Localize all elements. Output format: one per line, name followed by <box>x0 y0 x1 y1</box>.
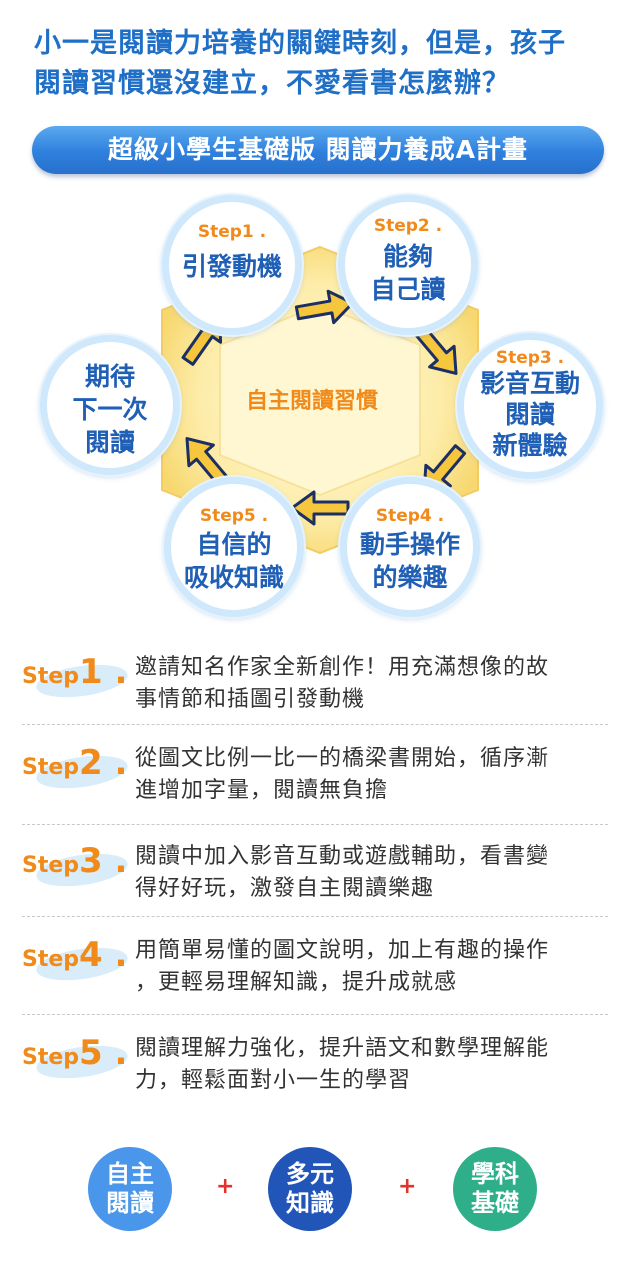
pillar-2-line-1: 多元 <box>286 1160 334 1188</box>
step-3-number: 3 . <box>79 841 128 881</box>
step-5-word: Step <box>22 1045 80 1070</box>
cycle-arrow-2-icon <box>413 325 458 375</box>
cycle-step-2: Step2 . 能夠 自己讀 <box>338 195 478 335</box>
step-row-5: Step5 . 閱讀理解力強化，提升語文和數學理解能 力，輕鬆面對小一生的學習 <box>22 1015 608 1111</box>
cycle-step-1-tag: Step1 . <box>197 222 267 242</box>
headline-line-2: 閱讀習慣還沒建立，不愛看書怎麼辦？ <box>34 68 510 99</box>
step-3-tag: Step3 . <box>22 835 132 895</box>
step-5-tag: Step5 . <box>22 1027 132 1087</box>
step-4-line-2: ，更輕易理解知識，提升成就感 <box>135 970 458 995</box>
step-2-line-2: 進增加字量，閱讀無負擔 <box>135 778 389 803</box>
cycle-step-5-tag: Step5 . <box>199 506 269 526</box>
cycle-step-2-label-2: 自己讀 <box>370 275 446 304</box>
pillar-1-line-2: 閱讀 <box>106 1189 154 1217</box>
cycle-step-2-label-1: 能夠 <box>382 242 433 271</box>
step-5-line-1: 閱讀理解力強化，提升語文和數學理解能 <box>135 1036 550 1061</box>
step-row-4: Step4 . 用簡單易懂的圖文說明，加上有趣的操作 ，更輕易理解知識，提升成就… <box>22 917 608 1015</box>
cycle-step-5-label-2: 吸收知識 <box>183 563 284 592</box>
step-4-number: 4 . <box>79 935 128 975</box>
cycle-step-3: Step3 . 影音互動 閱讀 新體驗 <box>457 333 603 479</box>
step-2-number: 2 . <box>79 743 128 783</box>
step-2-word: Step <box>22 755 80 780</box>
inner-hexagon-shape <box>219 303 421 497</box>
cycle-arrow-1-icon <box>294 289 355 325</box>
step-1-description: 邀請知名作家全新創作！用充滿想像的故 事情節和插圖引發動機 <box>135 652 608 716</box>
plus-sign-2: + <box>398 1174 417 1199</box>
step-2-line-1: 從圖文比例一比一的橋梁書開始，循序漸 <box>135 746 550 771</box>
cycle-step-1: Step1 . 引發動機 <box>162 195 302 335</box>
pillar-3-line-1: 學科 <box>471 1160 519 1188</box>
cycle-step-4: Step4 . 動手操作 的樂趣 <box>340 477 480 617</box>
plus-sign-1: + <box>216 1174 235 1199</box>
step-row-3: Step3 . 閱讀中加入影音互動或遊戲輔助，看書變 得好好玩，激發自主閱讀樂趣 <box>22 825 608 917</box>
cycle-center-label: 自主閱讀習慣 <box>245 389 378 414</box>
cycle-arrow-4-icon <box>290 490 350 526</box>
pillar-subject-foundation: 學科 基礎 <box>453 1147 537 1231</box>
cycle-step-4-tag: Step4 . <box>375 506 445 526</box>
headline: 小一是閱讀力培養的關鍵時刻，但是，孩子 閱讀習慣還沒建立，不愛看書怎麼辦？ <box>34 24 614 104</box>
step-5-description: 閱讀理解力強化，提升語文和數學理解能 力，輕鬆面對小一生的學習 <box>135 1033 608 1097</box>
headline-line-1: 小一是閱讀力培養的關鍵時刻，但是，孩子 <box>34 28 566 59</box>
step-3-word: Step <box>22 853 80 878</box>
pillar-3-line-2: 基礎 <box>471 1189 519 1217</box>
step-list: Step1 . 邀請知名作家全新創作！用充滿想像的故 事情節和插圖引發動機 St… <box>22 640 608 1111</box>
cycle-step-1-label: 引發動機 <box>181 252 282 281</box>
cycle-step-3-label-1: 影音互動 <box>479 369 580 398</box>
step-5-number: 5 . <box>79 1033 128 1073</box>
step-1-line-1: 邀請知名作家全新創作！用充滿想像的故 <box>135 655 550 680</box>
pillar-1-line-1: 自主 <box>106 1160 154 1188</box>
cycle-step-4-label-1: 動手操作 <box>359 530 460 559</box>
step-1-word: Step <box>22 664 80 689</box>
step-4-description: 用簡單易懂的圖文說明，加上有趣的操作 ，更輕易理解知識，提升成就感 <box>135 935 608 999</box>
cycle-next-label-3: 閱讀 <box>84 428 135 457</box>
step-row-2: Step2 . 從圖文比例一比一的橋梁書開始，循序漸 進增加字量，閱讀無負擔 <box>22 725 608 825</box>
step-3-line-1: 閱讀中加入影音互動或遊戲輔助，看書變 <box>135 844 550 869</box>
step-4-line-1: 用簡單易懂的圖文說明，加上有趣的操作 <box>135 938 550 963</box>
cycle-next-label-1: 期待 <box>84 362 135 391</box>
step-3-line-2: 得好好玩，激發自主閱讀樂趣 <box>135 876 435 901</box>
cycle-next-label-2: 下一次 <box>72 395 148 424</box>
cycle-step-3-tag: Step3 . <box>495 348 565 368</box>
step-1-line-2: 事情節和插圖引發動機 <box>135 687 366 712</box>
cycle-step-3-label-3: 新體驗 <box>492 431 568 460</box>
cycle-step-next: 期待 下一次 閱讀 <box>40 335 180 475</box>
cycle-arrow-5-icon <box>185 437 230 487</box>
cycle-step-2-tag: Step2 . <box>373 216 443 236</box>
step-2-tag: Step2 . <box>22 737 132 797</box>
pillar-2-line-2: 知識 <box>286 1189 334 1217</box>
step-4-tag: Step4 . <box>22 929 132 989</box>
cycle-step-5: Step5 . 自信的 吸收知識 <box>164 477 304 617</box>
cycle-step-5-label-1: 自信的 <box>196 530 272 559</box>
pillar-diverse-knowledge: 多元 知識 <box>268 1147 352 1231</box>
program-banner: 超級小學生基礎版 閱讀力養成A計畫 <box>32 126 604 174</box>
step-5-line-2: 力，輕鬆面對小一生的學習 <box>135 1068 412 1093</box>
step-row-1: Step1 . 邀請知名作家全新創作！用充滿想像的故 事情節和插圖引發動機 <box>22 640 608 725</box>
pillar-self-reading: 自主 閱讀 <box>88 1147 172 1231</box>
step-2-description: 從圖文比例一比一的橋梁書開始，循序漸 進增加字量，閱讀無負擔 <box>135 743 608 807</box>
cycle-step-3-label-2: 閱讀 <box>504 400 555 429</box>
step-4-word: Step <box>22 947 80 972</box>
step-1-number: 1 . <box>79 652 128 692</box>
cycle-step-4-label-2: 的樂趣 <box>372 563 448 592</box>
reading-cycle-diagram: Step1 . 引發動機 Step2 . 能夠 自己讀 Step3 . 影音互動… <box>0 185 640 635</box>
step-1-tag: Step1 . <box>22 646 132 706</box>
step-3-description: 閱讀中加入影音互動或遊戲輔助，看書變 得好好玩，激發自主閱讀樂趣 <box>135 841 608 905</box>
